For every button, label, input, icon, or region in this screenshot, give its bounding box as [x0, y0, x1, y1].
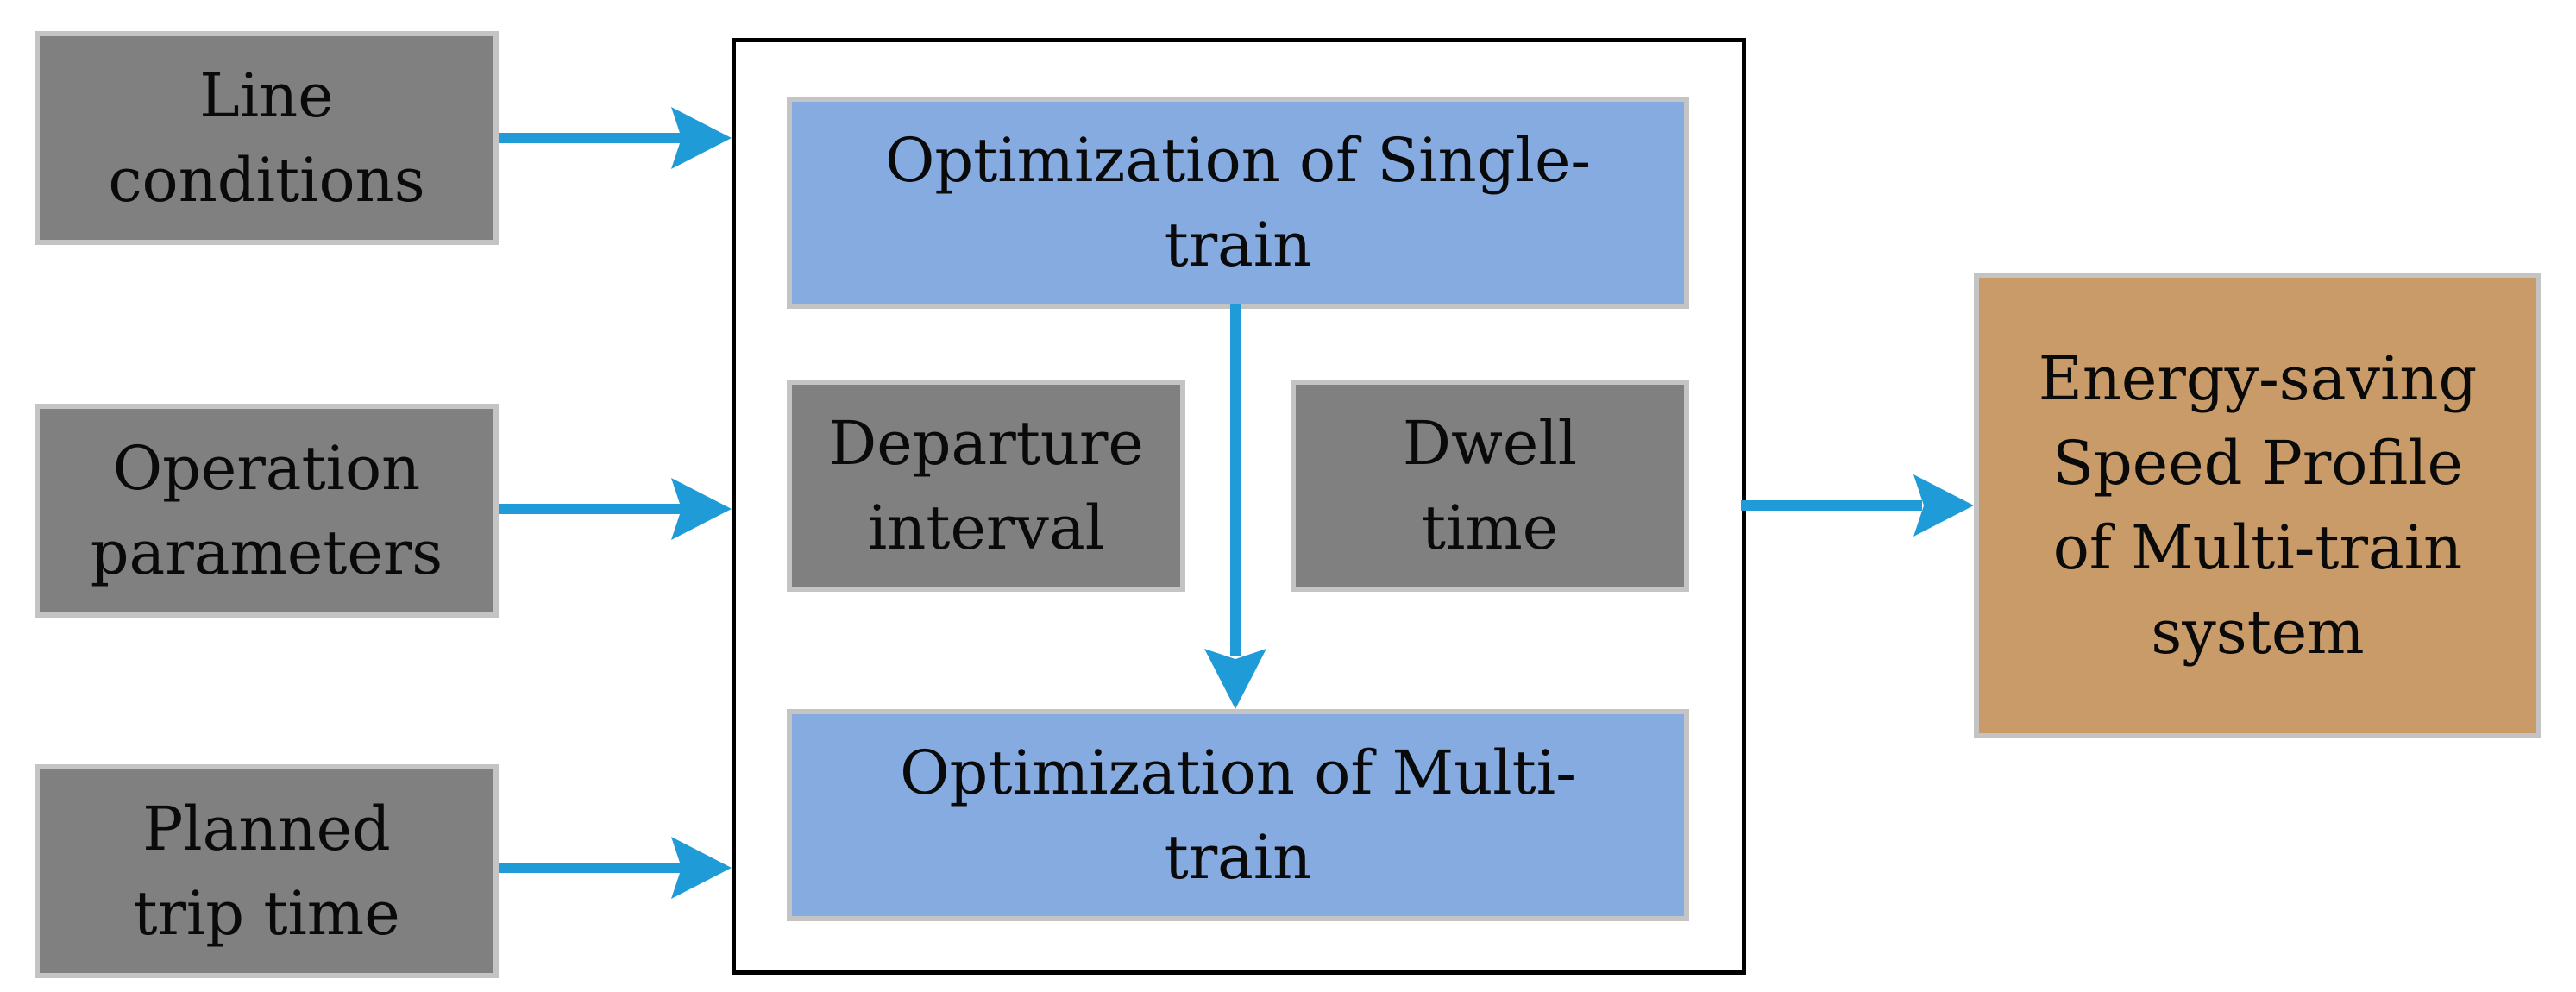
- operation-parameters-label: Operation parameters: [90, 433, 443, 588]
- departure-interval-box: Departure interval: [787, 380, 1185, 592]
- arrow-line-conditions: [499, 107, 732, 169]
- single-train-optimization-box: Optimization of Single- train: [787, 97, 1689, 309]
- planned-trip-time-box: Planned trip time: [35, 764, 499, 978]
- multi-train-optimization-label: Optimization of Multi- train: [900, 738, 1576, 893]
- line-conditions-box: Line conditions: [35, 31, 499, 245]
- multi-train-optimization-box: Optimization of Multi- train: [787, 709, 1689, 921]
- speed-profile-output-box: Energy-saving Speed Profile of Multi-tra…: [1974, 273, 2541, 738]
- line-conditions-label: Line conditions: [108, 60, 425, 216]
- dwell-time-box: Dwell time: [1291, 380, 1689, 592]
- dwell-time-label: Dwell time: [1402, 408, 1578, 563]
- speed-profile-output-label: Energy-saving Speed Profile of Multi-tra…: [2038, 343, 2478, 668]
- operation-parameters-box: Operation parameters: [35, 404, 499, 618]
- departure-interval-label: Departure interval: [828, 408, 1144, 563]
- arrow-planned-trip-time: [499, 837, 732, 899]
- planned-trip-time-label: Planned trip time: [133, 794, 400, 949]
- arrow-single-to-multi: [1204, 304, 1266, 709]
- arrow-to-output: [1741, 474, 1974, 537]
- arrow-operation-parameters: [499, 478, 732, 540]
- single-train-optimization-label: Optimization of Single- train: [884, 125, 1592, 280]
